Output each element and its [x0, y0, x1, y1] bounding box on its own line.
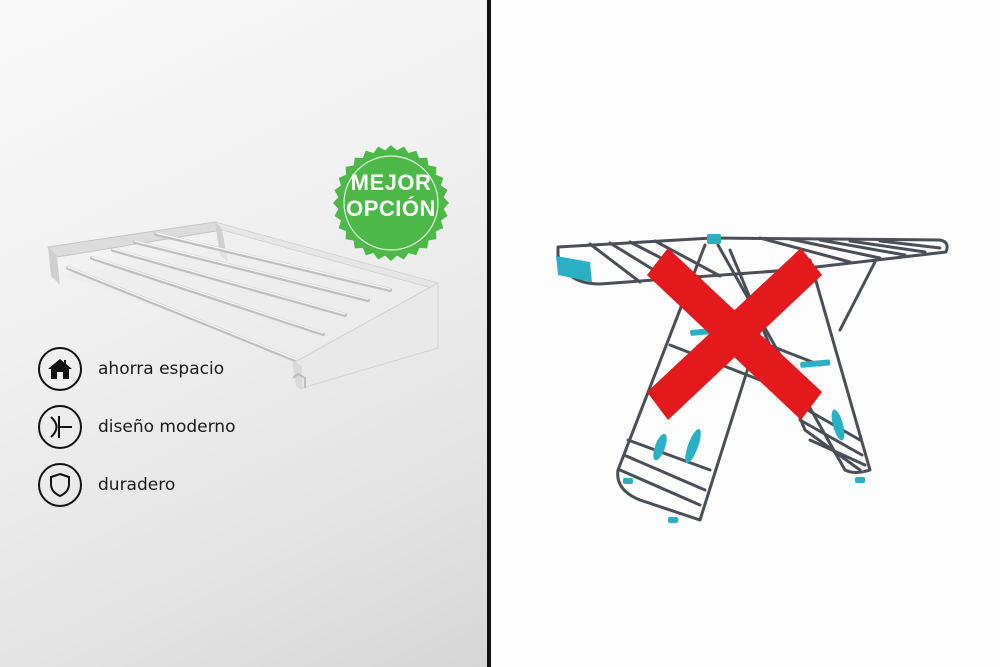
panel-divider: [487, 0, 491, 667]
badge-line-2: OPCIÓN: [346, 196, 436, 221]
feature-item-space: ahorra espacio: [38, 340, 236, 398]
feature-item-design: diseño moderno: [38, 398, 236, 456]
best-choice-badge: [333, 145, 449, 261]
feature-item-durable: duradero: [38, 456, 236, 514]
feature-label: diseño moderno: [98, 417, 236, 437]
feature-list: ahorra espacio diseño moderno duradero: [38, 340, 236, 514]
badge-line-1: MEJOR: [350, 170, 432, 195]
design-compass-icon: [38, 405, 82, 449]
wall-drying-rack-image: [47, 221, 439, 390]
shield-icon: [38, 463, 82, 507]
feature-label: duradero: [98, 475, 176, 495]
left-panel: MEJOR OPCIÓN ahorra espacio diseño moder…: [0, 0, 487, 667]
red-x-icon: [647, 248, 822, 420]
house-icon: [38, 347, 82, 391]
badge-label: MEJOR OPCIÓN: [332, 170, 450, 222]
feature-label: ahorra espacio: [98, 359, 225, 379]
wing-drying-rack-image: [556, 234, 949, 523]
right-panel: [491, 0, 1000, 667]
